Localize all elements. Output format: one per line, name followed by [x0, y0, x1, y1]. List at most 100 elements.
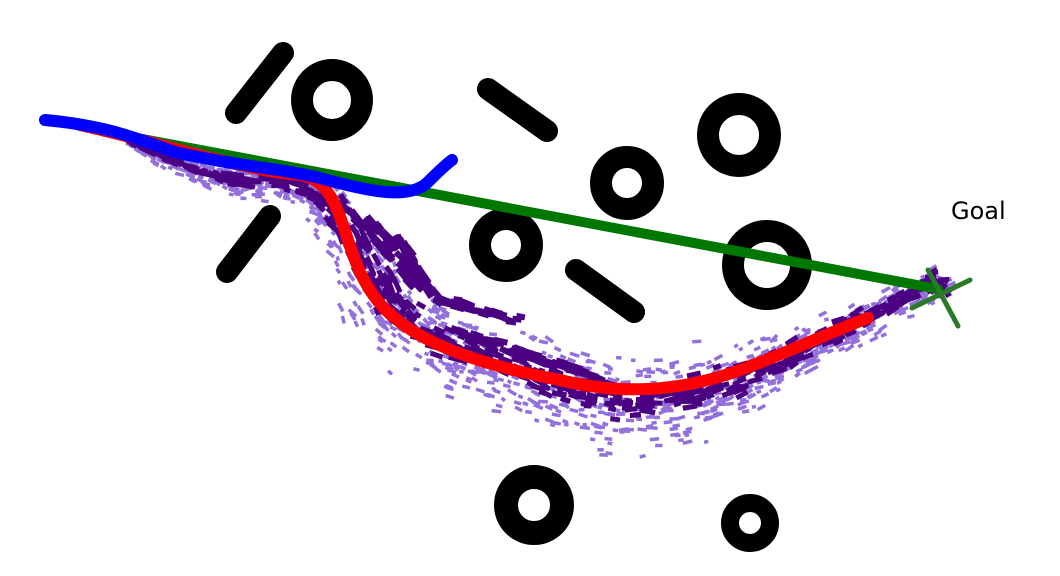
- sample-segment: [751, 404, 757, 409]
- sample-segment: [801, 327, 807, 333]
- sample-segment: [451, 372, 460, 379]
- green-path: [100, 127, 943, 294]
- sample-segment: [624, 406, 638, 413]
- sample-segment: [528, 335, 536, 343]
- sample-segment: [639, 453, 646, 459]
- sample-segment: [282, 195, 291, 201]
- sample-segment: [333, 259, 340, 268]
- sample-segment: [895, 289, 906, 298]
- sample-segment: [365, 258, 373, 267]
- sample-segment: [699, 362, 706, 368]
- sample-segment: [737, 404, 747, 411]
- sample-segment: [303, 188, 319, 197]
- sample-segment: [373, 246, 381, 255]
- sample-segment: [359, 230, 370, 245]
- sample-segment: [440, 312, 450, 319]
- sample-segment: [821, 348, 829, 354]
- sample-segment: [559, 354, 567, 360]
- sample-segment: [423, 351, 430, 357]
- sample-segment: [449, 298, 467, 312]
- sample-segment: [721, 389, 734, 398]
- sample-segment: [793, 325, 800, 332]
- sample-segment: [392, 261, 397, 268]
- sample-segment: [372, 262, 380, 272]
- sample-segment: [645, 414, 654, 420]
- sample-segment: [720, 361, 730, 368]
- sample-segment: [201, 182, 211, 187]
- sample-segment: [283, 186, 292, 194]
- sample-segment: [663, 419, 673, 425]
- sample-segment: [607, 405, 617, 413]
- sample-segment: [464, 337, 479, 349]
- sample-segment: [866, 327, 874, 333]
- sample-segment: [555, 383, 573, 394]
- sample-segment: [462, 340, 471, 348]
- sample-segment: [185, 172, 196, 179]
- sample-segment: [566, 357, 577, 364]
- sample-segment: [716, 411, 724, 417]
- sample-segment: [810, 358, 819, 366]
- sample-segment: [316, 197, 328, 209]
- sample-segment: [661, 402, 672, 407]
- sample-segment: [415, 300, 427, 310]
- sample-segment: [678, 438, 684, 443]
- sample-segment: [590, 421, 601, 429]
- sample-segment: [850, 338, 861, 346]
- sample-segment: [561, 402, 570, 410]
- sample-segment: [335, 255, 341, 262]
- sample-segment: [865, 324, 872, 330]
- sample-segment: [857, 342, 864, 349]
- sample-segment: [389, 325, 397, 332]
- sample-segment: [615, 355, 622, 360]
- sample-segment: [422, 317, 432, 327]
- sample-segment: [713, 353, 724, 362]
- sample-segment: [186, 163, 195, 171]
- sample-segment: [389, 341, 398, 349]
- sample-segment: [337, 193, 349, 206]
- sample-segment: [679, 391, 695, 401]
- sample-segment: [736, 376, 748, 385]
- sample-segment: [479, 370, 487, 376]
- sample-segment: [803, 330, 811, 337]
- sample-segment: [682, 429, 692, 435]
- sample-segment: [629, 412, 642, 418]
- sample-segment: [355, 234, 365, 247]
- sample-segment: [880, 304, 890, 313]
- sample-segment: [551, 358, 565, 370]
- sample-segment: [755, 389, 762, 395]
- sample-segment: [649, 436, 660, 442]
- sample-segment: [512, 315, 522, 323]
- sample-segment: [637, 427, 648, 432]
- sample-segment: [392, 280, 403, 294]
- sample-segment: [530, 383, 547, 393]
- sample-segment: [434, 314, 442, 321]
- sample-segment: [470, 376, 479, 383]
- sample-segment: [831, 315, 846, 325]
- sample-segment: [800, 362, 809, 370]
- sample-segment: [604, 436, 613, 441]
- sample-segment: [315, 205, 323, 217]
- sample-segment: [573, 421, 581, 427]
- sample-segment: [636, 395, 649, 403]
- sample-segment: [675, 374, 684, 380]
- obstacles: [216, 42, 812, 552]
- sample-segment: [700, 390, 713, 400]
- sample-segment: [898, 310, 907, 316]
- sample-segment: [320, 220, 328, 228]
- sample-segment: [346, 280, 353, 288]
- sample-segment: [561, 418, 569, 425]
- sample-segment: [548, 403, 559, 411]
- sample-segment: [760, 392, 770, 399]
- obstacle-ring: [721, 494, 779, 552]
- sample-segment: [414, 352, 423, 360]
- sample-segment: [429, 350, 444, 360]
- sample-segment: [649, 400, 663, 406]
- obstacle-bar: [477, 78, 558, 142]
- sample-segment: [221, 184, 229, 191]
- sample-segment: [423, 279, 437, 297]
- sample-segment: [381, 322, 390, 332]
- sample-segment: [908, 293, 921, 302]
- sample-segment: [775, 387, 781, 393]
- sample-segment: [495, 403, 503, 409]
